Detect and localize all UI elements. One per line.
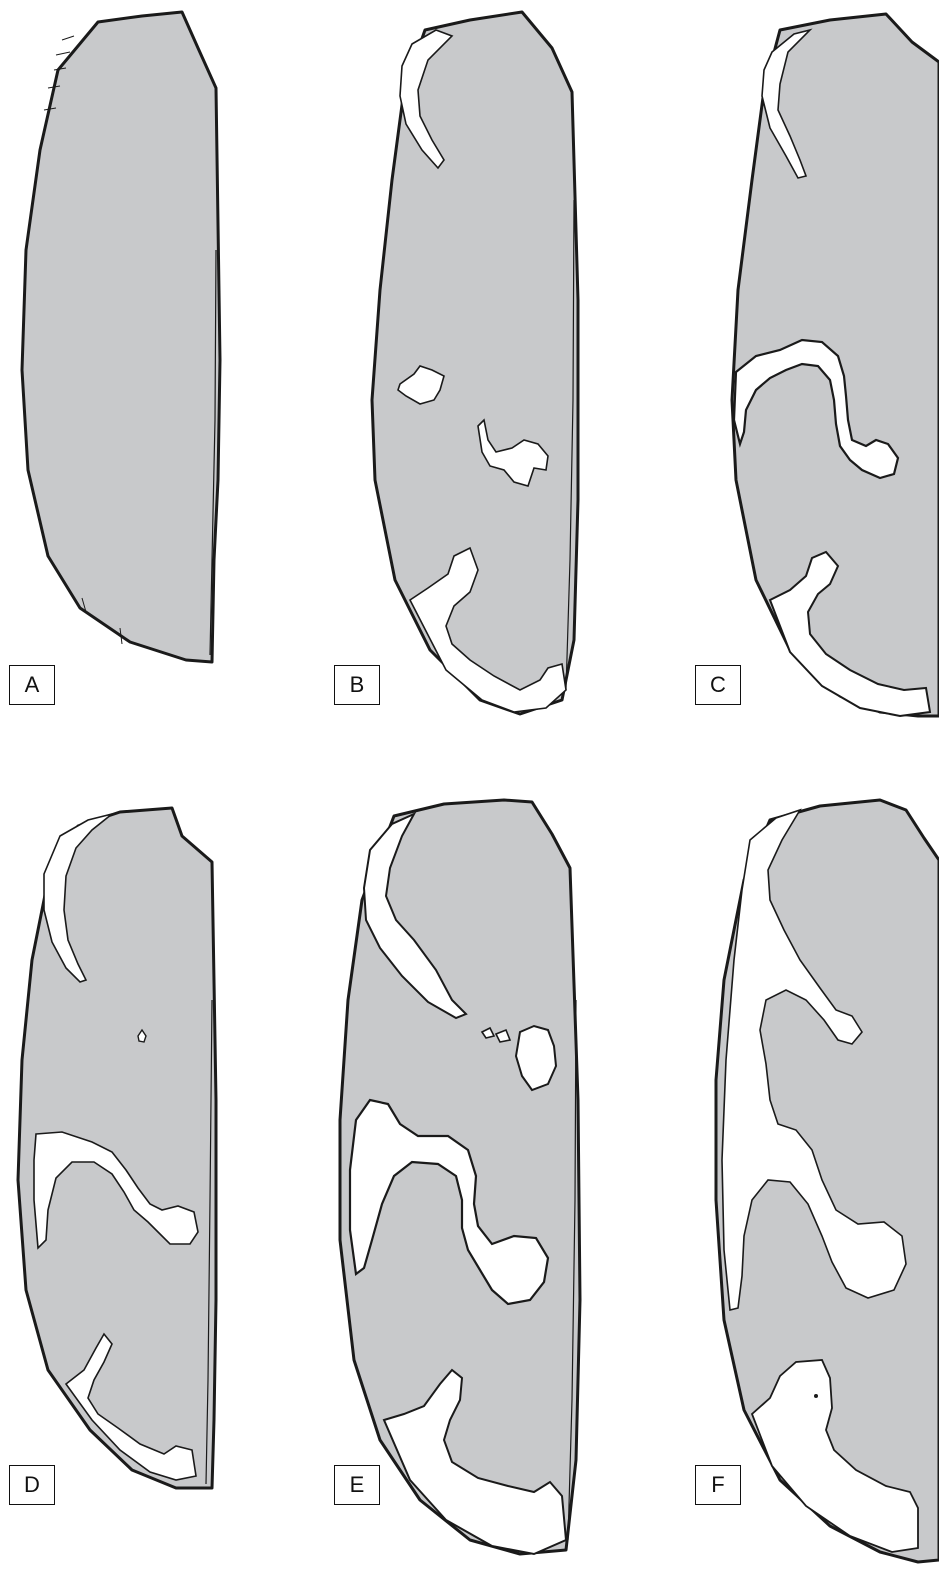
panel-f-section [716,800,939,1562]
panel-b-outline [372,12,578,714]
panel-c-section [732,14,939,716]
panel-label-b: B [334,665,380,705]
panel-e-section [340,800,580,1554]
panel-label-a: A [9,665,55,705]
panel-a-section [22,12,220,662]
panel-label-d: D [9,1465,55,1505]
panel-a-outline [22,12,220,662]
panel-b-section [372,12,578,714]
panel-label-c: C [695,665,741,705]
panel-f-lesion-dot [814,1394,818,1398]
panel-label-f: F [695,1465,741,1505]
panel-d-section [18,808,216,1488]
panel-label-e: E [334,1465,380,1505]
